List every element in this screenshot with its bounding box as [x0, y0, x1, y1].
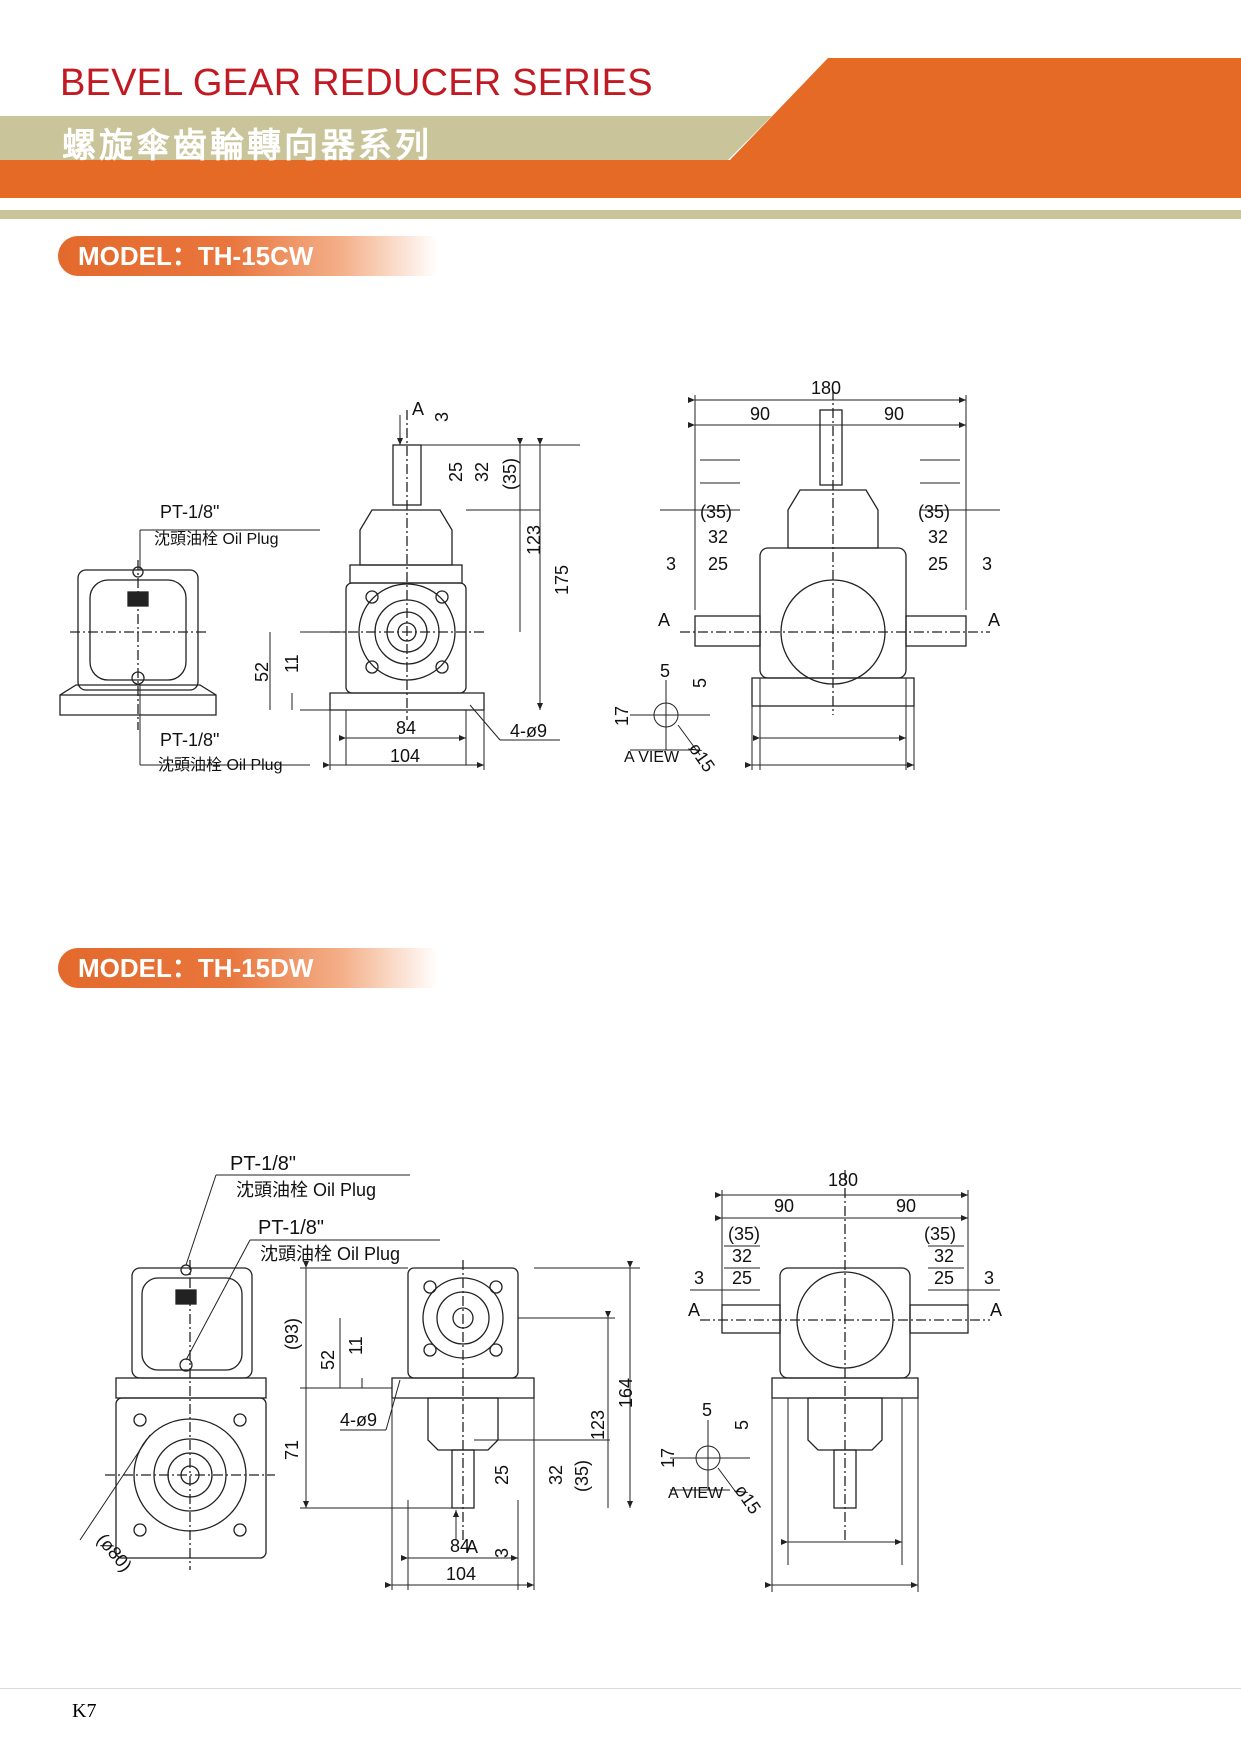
- dw-side-dims: [79, 1174, 440, 1541]
- cw-end-dims: [630, 395, 1000, 770]
- cw-dim-104: 104: [390, 746, 420, 766]
- drawing-th-15dw: PT-1/8" 沈頭油栓 Oil Plug PT-1/8" 沈頭油栓 Oil P…: [79, 1153, 1002, 1592]
- cw-dim-90-right: 90: [884, 404, 904, 424]
- header-tan-rule: [0, 210, 1241, 219]
- dw-dim-25-right: 25: [934, 1268, 954, 1288]
- page-subtitle-chinese: 螺旋傘齒輪轉向器系列: [62, 126, 432, 166]
- dw-end-dims: [670, 1190, 1000, 1592]
- cw-dim-123: 123: [524, 525, 544, 555]
- cw-dim-25-right: 25: [928, 554, 948, 574]
- cw-plug-top: 沈頭油栓 Oil Plug: [154, 530, 278, 548]
- dw-pt-1: PT-1/8": [230, 1153, 296, 1175]
- dw-dim-93: (93): [282, 1318, 302, 1350]
- dw-end-view: [700, 1170, 990, 1540]
- cw-dim-25: 25: [446, 462, 466, 482]
- cw-front-view: [329, 410, 485, 720]
- model-label-cw: MODEL：TH-15CW: [78, 241, 314, 271]
- cw-dim-32-right: 32: [928, 527, 948, 547]
- dw-dim-25-left: 25: [732, 1268, 752, 1288]
- dw-a-view: A VIEW: [668, 1485, 724, 1502]
- dw-dim-35: (35): [572, 1460, 592, 1492]
- footer-rule: [0, 1688, 1241, 1689]
- cw-dim-3-left: 3: [666, 554, 676, 574]
- dw-dim-32-left: 32: [732, 1246, 752, 1266]
- cw-dim-5-side: 5: [690, 678, 710, 688]
- dw-front-dims: [300, 1261, 640, 1590]
- cw-dim-84: 84: [396, 718, 416, 738]
- dw-dim-90-right: 90: [896, 1196, 916, 1216]
- cw-dim-25-left: 25: [708, 554, 728, 574]
- dw-dim-180: 180: [828, 1170, 858, 1190]
- cw-plug-bottom: 沈頭油栓 Oil Plug: [158, 756, 282, 774]
- cw-dim-175: 175: [552, 565, 572, 595]
- dw-dim-5-side: 5: [732, 1420, 752, 1430]
- dw-dim-holes: 4-ø9: [340, 1410, 377, 1430]
- dw-pt-2: PT-1/8": [258, 1217, 324, 1239]
- dw-dim-123: 123: [588, 1410, 608, 1440]
- cw-dim-15: ø15: [685, 739, 719, 776]
- model-label-dw: MODEL：TH-15DW: [78, 953, 314, 983]
- cw-a-view: A VIEW: [624, 749, 680, 766]
- dw-dim-90-left: 90: [774, 1196, 794, 1216]
- cw-dim-11: 11: [282, 654, 302, 673]
- header-bands: [0, 58, 1241, 219]
- cw-side-view: [59, 560, 217, 730]
- cw-pt-top: PT-1/8": [160, 502, 219, 522]
- cw-dim-32: 32: [472, 462, 492, 482]
- dw-dim-84: 84: [450, 1536, 470, 1556]
- dw-dim-35-right: (35): [924, 1224, 956, 1244]
- dw-dim-32-right: 32: [934, 1246, 954, 1266]
- dw-dim-11: 11: [346, 1336, 366, 1355]
- dw-dim-80: (ø80): [93, 1530, 136, 1576]
- cw-dim-90-left: 90: [750, 404, 770, 424]
- cw-dim-35-right: (35): [918, 502, 950, 522]
- cw-dim-35-left: (35): [700, 502, 732, 522]
- cw-a-right: A: [988, 610, 1000, 630]
- dw-dim-3: 3: [492, 1548, 512, 1558]
- cw-front-dims: [139, 415, 580, 770]
- header-orange-band: [0, 58, 1241, 198]
- cw-dim-35: (35): [500, 458, 520, 490]
- dw-dim-3-left: 3: [694, 1268, 704, 1288]
- cw-dim-32-left: 32: [708, 527, 728, 547]
- dw-dim-3-right: 3: [984, 1268, 994, 1288]
- page-number: K7: [72, 1700, 97, 1722]
- dw-a-label: A: [466, 1537, 478, 1557]
- dw-dim-25: 25: [492, 1465, 512, 1485]
- cw-dim-180: 180: [811, 378, 841, 398]
- dw-front-view: [391, 1260, 535, 1540]
- dw-a-right: A: [990, 1300, 1002, 1320]
- dw-dim-52: 52: [318, 1350, 338, 1370]
- dw-dim-71: 71: [282, 1440, 302, 1460]
- dw-dim-15: ø15: [731, 1481, 765, 1518]
- model-label-pill-cw: [58, 236, 438, 276]
- dw-dim-17: 17: [658, 1448, 678, 1468]
- cw-dim-5-top: 5: [660, 661, 670, 681]
- cw-pt-bottom: PT-1/8": [160, 730, 219, 750]
- cw-dim-52: 52: [252, 662, 272, 682]
- cw-dim-17: 17: [612, 706, 632, 726]
- model-label-pill-dw: [58, 948, 438, 988]
- cw-a-label: A: [412, 399, 424, 419]
- dw-plug-1: 沈頭油栓 Oil Plug: [236, 1180, 376, 1200]
- dw-a-left: A: [688, 1300, 700, 1320]
- cw-dim-3-right: 3: [982, 554, 992, 574]
- dw-dim-5-top: 5: [702, 1400, 712, 1420]
- dw-dim-32: 32: [546, 1465, 566, 1485]
- dw-dim-35-left: (35): [728, 1224, 760, 1244]
- header-tan-band: [0, 116, 772, 160]
- dw-dim-104: 104: [446, 1564, 476, 1584]
- cw-dim-3: 3: [432, 412, 452, 422]
- drawing-th-15cw: A 3 25 32 (35) 123 175 52 11 84 104 4-ø9…: [59, 378, 1000, 776]
- dw-side-view: [105, 1260, 275, 1570]
- cw-end-view: [680, 390, 990, 715]
- dw-plug-2: 沈頭油栓 Oil Plug: [260, 1244, 400, 1264]
- page-title: BEVEL GEAR REDUCER SERIES: [60, 62, 653, 104]
- dw-dim-164: 164: [616, 1378, 636, 1408]
- cw-dim-holes: 4-ø9: [510, 721, 547, 741]
- cw-a-left: A: [658, 610, 670, 630]
